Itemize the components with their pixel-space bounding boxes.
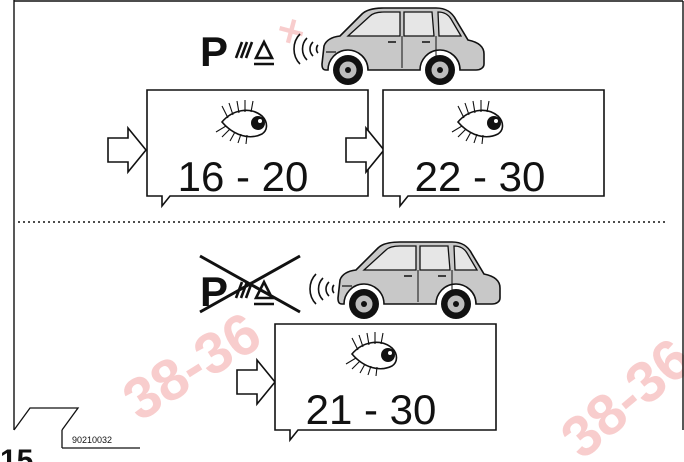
- range-value: 16 - 20: [178, 153, 309, 200]
- svg-text:×: ×: [270, 7, 312, 57]
- figure-code-tag: 90210032: [13, 407, 140, 449]
- car-icon: [321, 7, 485, 86]
- outer-frame: [13, 0, 684, 430]
- page-number: 15: [0, 444, 33, 462]
- figure-code: 90210032: [72, 435, 112, 445]
- svg-text:P: P: [200, 28, 228, 75]
- bottom-section: P 21 - 30: [199, 241, 501, 443]
- sensor-on-symbol: P: [200, 28, 276, 75]
- top-section: P 16 - 20 22 - 30: [107, 7, 605, 209]
- range-box-3: 21 - 30: [274, 323, 497, 443]
- range-box-1: 16 - 20: [146, 89, 369, 209]
- sensor-off-symbol: P: [199, 254, 301, 315]
- sound-waves-icon: [309, 273, 335, 305]
- cross-out-mark: [199, 254, 301, 314]
- svg-text:38-36: 38-36: [112, 300, 272, 434]
- car-icon: [337, 241, 501, 320]
- svg-text:P: P: [200, 268, 228, 315]
- range-value: 21 - 30: [306, 386, 437, 433]
- arrow-icon: [107, 127, 147, 173]
- svg-text:38-36: 38-36: [549, 326, 684, 462]
- range-value: 22 - 30: [415, 153, 546, 200]
- range-box-2: 22 - 30: [382, 89, 605, 209]
